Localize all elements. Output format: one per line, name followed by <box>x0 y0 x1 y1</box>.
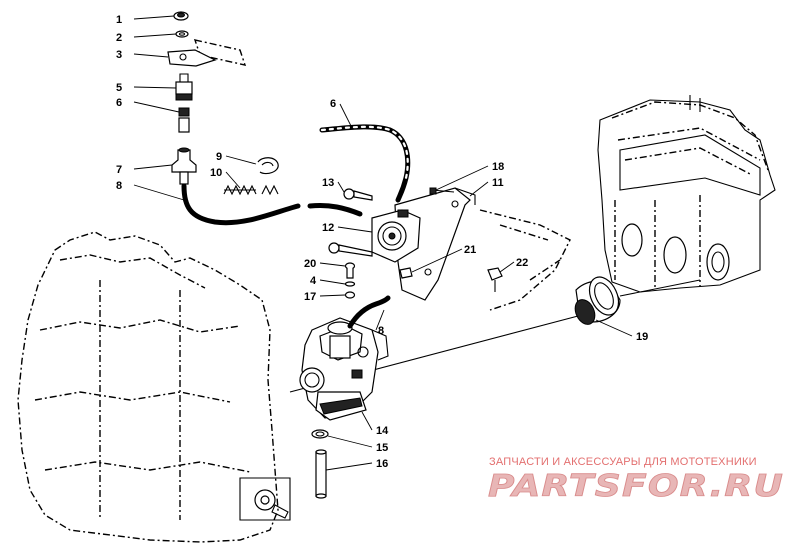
callout-13: 13 <box>322 177 334 189</box>
filter-7 <box>171 147 197 185</box>
callout-19: 19 <box>636 331 648 343</box>
callout-11: 11 <box>492 177 504 189</box>
intake-boot-19 <box>574 276 621 325</box>
fuel-hose-8-lower <box>347 295 391 329</box>
nut-22 <box>487 267 503 292</box>
carburetor-14 <box>299 317 389 421</box>
callout-20: 20 <box>304 258 316 270</box>
callout-7: 7 <box>116 164 122 176</box>
callout-17: 17 <box>304 291 316 303</box>
drain-tube-16 <box>315 449 327 499</box>
watermark-logo: PARTSFOR.RU <box>488 469 784 504</box>
nut-17 <box>344 291 356 299</box>
frame-dashed <box>193 39 571 311</box>
callout-22: 22 <box>516 257 528 269</box>
fuel-hose-6-long <box>319 124 411 203</box>
callout-12: 12 <box>322 222 334 234</box>
callout-9: 9 <box>216 151 222 163</box>
screw-left <box>328 242 373 257</box>
callout-labels: 1 2 3 5 6 7 8 9 10 6 13 12 20 4 17 18 11… <box>116 14 648 470</box>
callout-18: 18 <box>492 161 504 173</box>
callout-15: 15 <box>376 442 388 454</box>
screw-13 <box>343 188 373 201</box>
spring-10 <box>223 184 279 196</box>
callout-8b: 8 <box>378 325 384 337</box>
bolt-21 <box>399 267 413 279</box>
bolt-20 <box>344 262 356 279</box>
axis-line-2 <box>619 279 701 297</box>
bracket-3 <box>167 49 217 67</box>
airbox-outline <box>597 95 776 293</box>
clamp-9 <box>257 157 279 175</box>
washer-2 <box>175 30 189 38</box>
callout-5: 5 <box>116 82 122 94</box>
leader-lines <box>133 15 633 471</box>
callout-6a: 6 <box>116 97 122 109</box>
callout-16: 16 <box>376 458 388 470</box>
callout-1: 1 <box>116 14 122 26</box>
callout-10: 10 <box>210 167 222 179</box>
callout-6b: 6 <box>330 98 336 110</box>
watermark-caption: ЗАПЧАСТИ И АКСЕССУАРЫ ДЛЯ МОТОТЕХНИКИ <box>489 456 757 468</box>
throttle-housing-12 <box>371 209 421 263</box>
callout-21: 21 <box>464 244 476 256</box>
callout-8a: 8 <box>116 180 122 192</box>
fitting-5 <box>175 73 193 101</box>
clamp-15 <box>311 429 329 439</box>
callout-2: 2 <box>116 32 122 44</box>
callout-4: 4 <box>310 275 317 287</box>
engine-outline <box>17 231 291 543</box>
tie-18 <box>429 187 455 195</box>
watermark: ЗАПЧАСТИ И АКСЕССУАРЫ ДЛЯ МОТОТЕХНИКИ PA… <box>488 456 784 504</box>
hose-6-short <box>178 107 190 133</box>
washer-4 <box>344 281 356 287</box>
fuel-hose-8-upper <box>181 183 363 226</box>
cap-1 <box>173 11 189 21</box>
callout-3: 3 <box>116 49 122 61</box>
callout-14: 14 <box>376 425 389 437</box>
